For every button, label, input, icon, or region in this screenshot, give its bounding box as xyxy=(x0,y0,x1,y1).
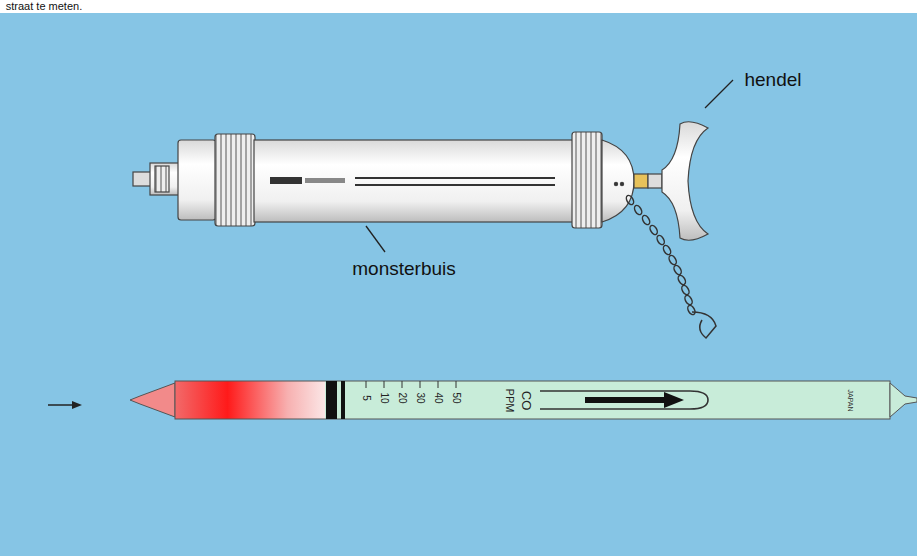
chain-link xyxy=(649,224,659,236)
chain-link xyxy=(677,274,687,286)
chain-link xyxy=(662,244,672,256)
chain-link xyxy=(686,304,696,316)
page-text: straat te meten. xyxy=(6,1,82,12)
scale-tick xyxy=(456,381,457,388)
scale-number: 50 xyxy=(451,392,461,403)
pump xyxy=(133,122,708,241)
scale-number: 40 xyxy=(433,392,443,403)
scale-tick xyxy=(420,381,421,388)
leader-line xyxy=(705,80,733,108)
chain-link xyxy=(668,254,678,266)
chain-link xyxy=(633,204,643,216)
page-strip xyxy=(0,0,917,13)
scale-tick xyxy=(384,381,385,388)
unit-label: PPM xyxy=(505,388,516,412)
flow-arrow xyxy=(48,401,82,409)
scale-ticks xyxy=(366,381,456,388)
chain-link xyxy=(625,194,635,206)
chain-clip xyxy=(692,312,716,338)
chain-link xyxy=(680,284,690,296)
scale-number: 10 xyxy=(379,392,389,403)
chain-link xyxy=(673,264,683,276)
scale-number: 20 xyxy=(397,392,407,403)
scale-number: 5 xyxy=(361,395,371,401)
scale-number: 30 xyxy=(415,392,425,403)
scale-tick xyxy=(402,381,403,388)
detector-tube xyxy=(130,381,917,419)
chain-link xyxy=(641,214,651,226)
chain xyxy=(625,194,716,338)
part-name: monsterbuis xyxy=(352,259,456,278)
gas-label: CO xyxy=(521,390,534,410)
chain-link xyxy=(656,234,666,246)
chain-link xyxy=(683,294,693,306)
maker-mark: JAPAN xyxy=(846,389,853,411)
leader-line xyxy=(366,226,385,252)
part-name: hendel xyxy=(744,70,801,89)
scale-tick xyxy=(366,381,367,388)
scale-tick xyxy=(438,381,439,388)
